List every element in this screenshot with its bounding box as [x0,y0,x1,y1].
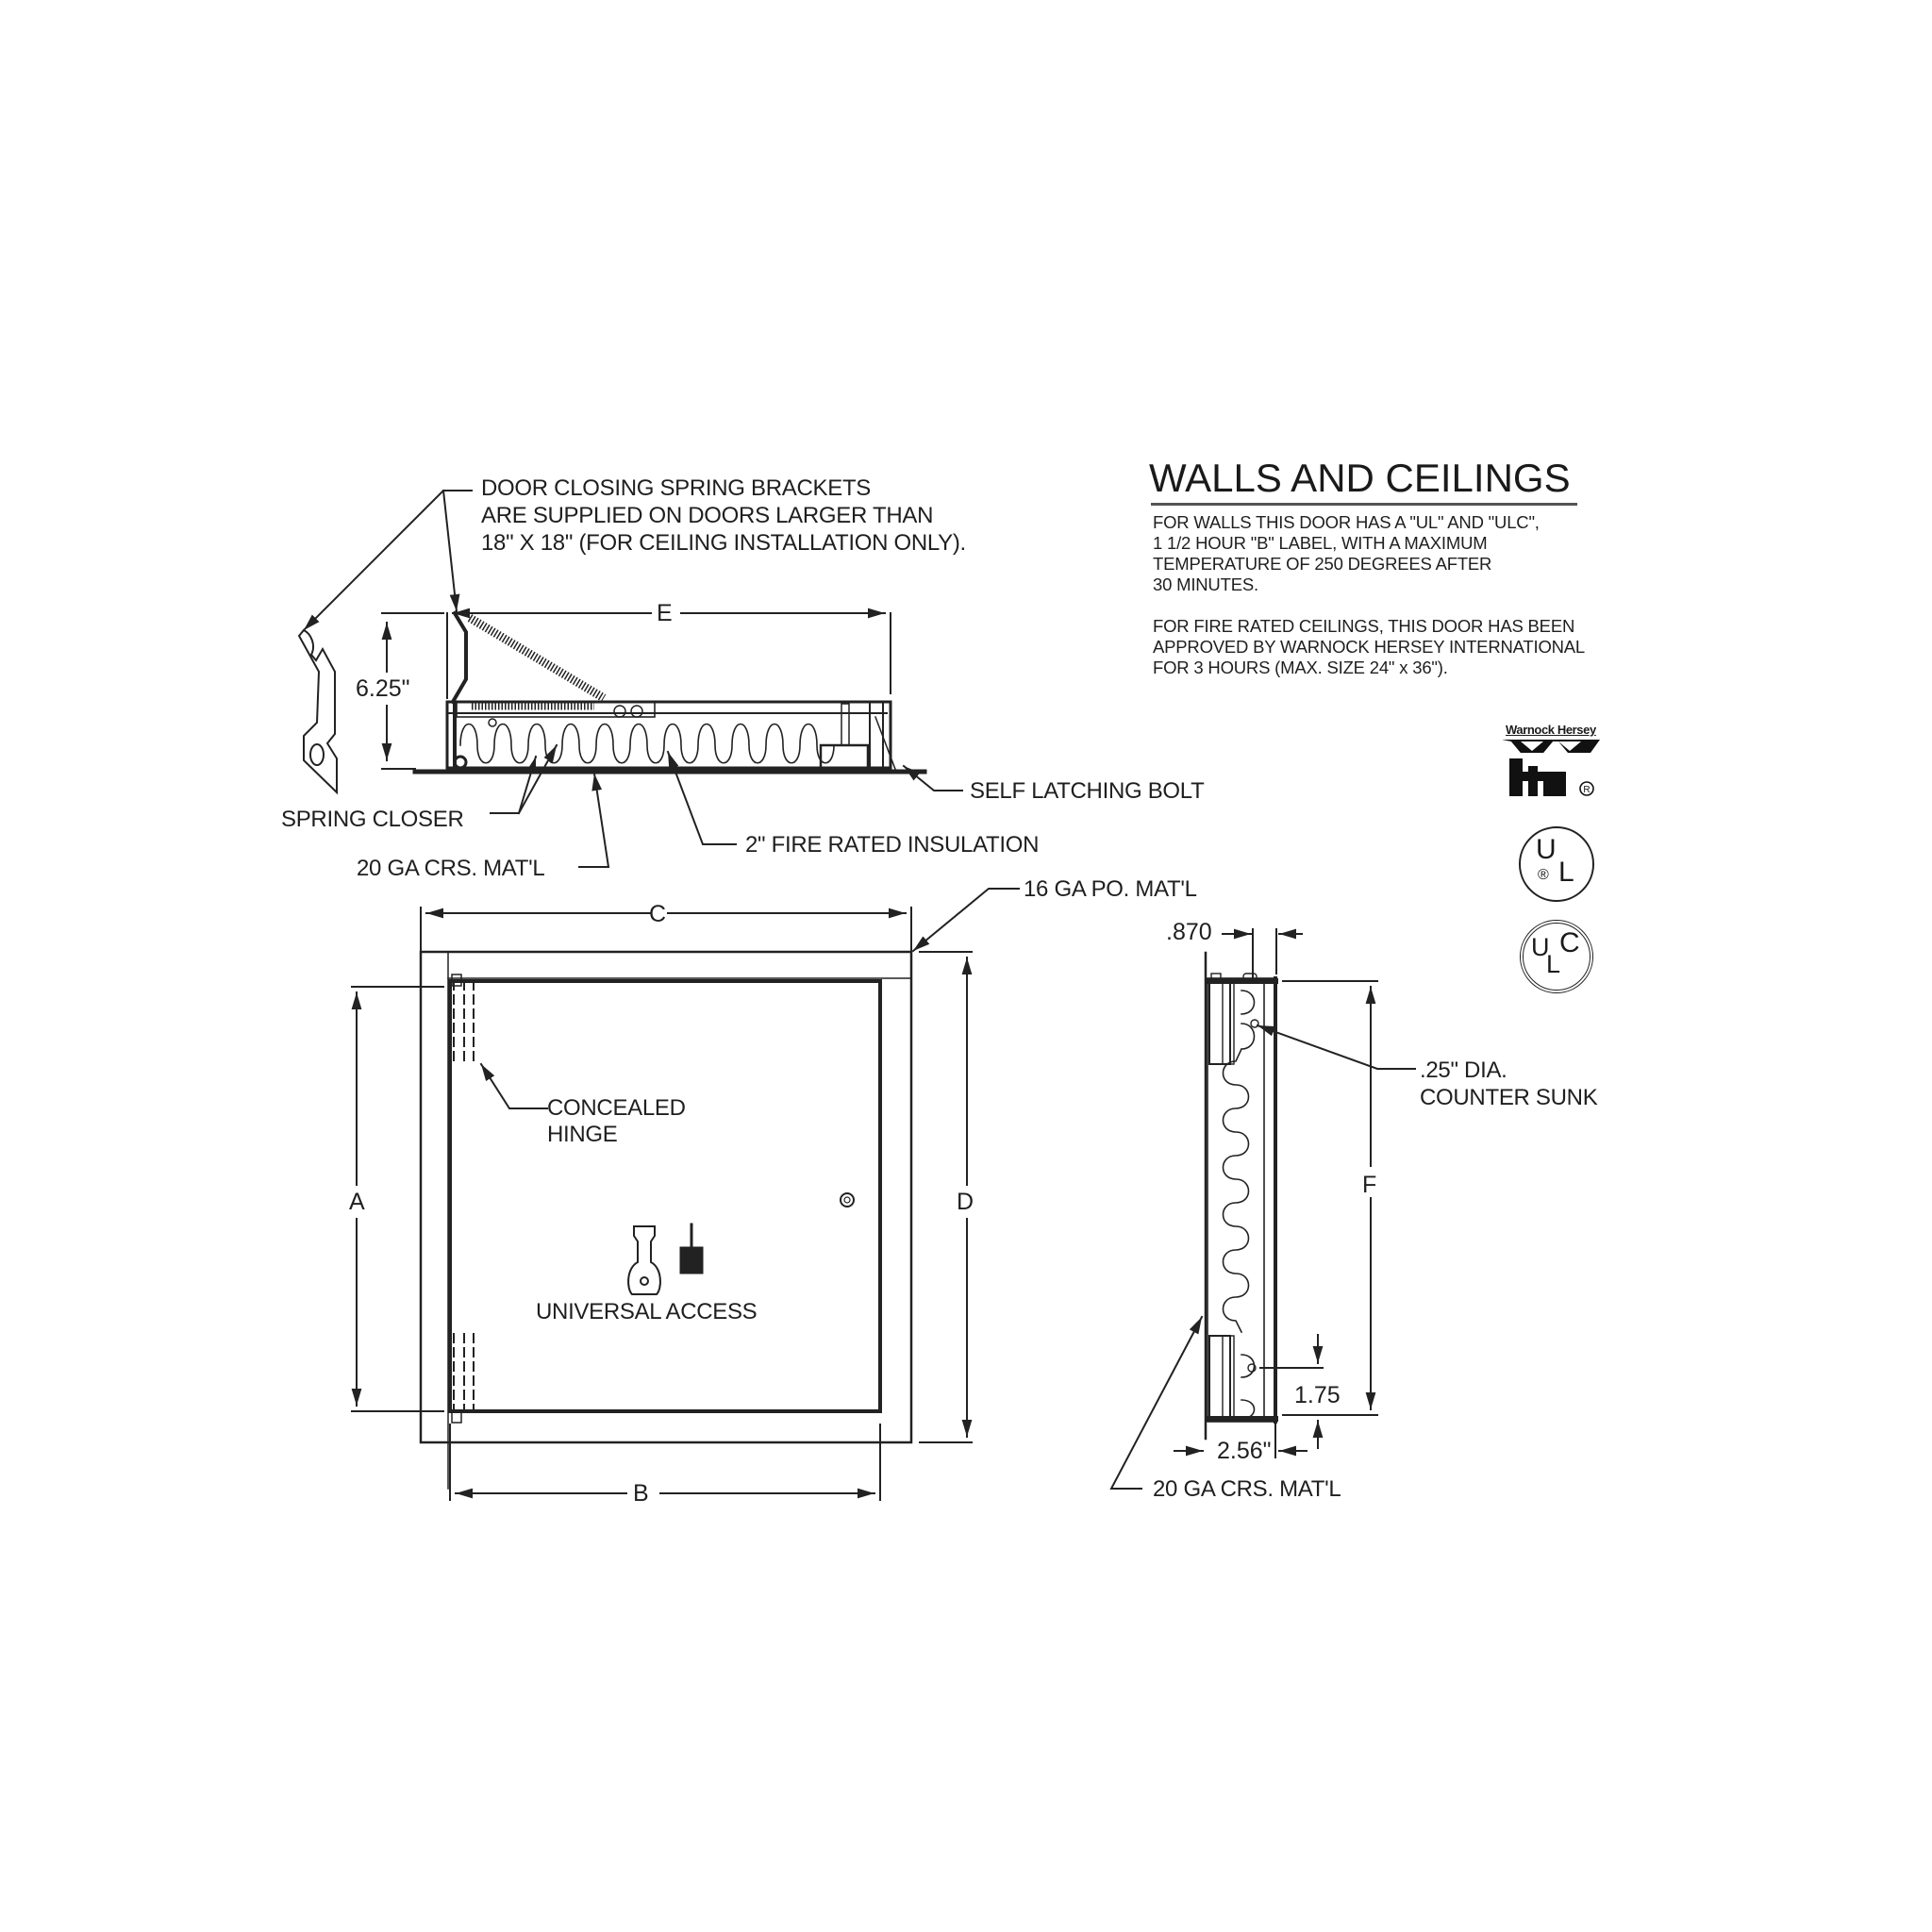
hole-label-line-1: .25" DIA. [1420,1058,1507,1083]
key-icon [627,1225,661,1295]
f-dimension: F [1362,1172,1377,1198]
walls-note-line-1: FOR WALLS THIS DOOR HAS A "UL" AND "ULC"… [1153,512,1540,532]
d-dimension: D [957,1189,974,1215]
e-dimension: E [657,600,673,626]
warnock-hersey-mark-icon: R [1502,740,1600,796]
frame-material-label: 16 GA PO. MAT'L [1024,876,1197,902]
ulc-logo: U L C [1520,920,1593,993]
ul-logo: U L ® [1519,826,1594,902]
access-tool-icon [679,1223,704,1274]
ul-registered-mark: ® [1538,867,1549,883]
ceilings-note-line-3: FOR 3 HOURS (MAX. SIZE 24" x 36"). [1153,658,1448,677]
ulc-letter-c: C [1559,927,1580,958]
ulc-letter-u: U [1531,933,1550,961]
hole-label-line-2: COUNTER SUNK [1420,1085,1598,1110]
self-latching-bolt-label: SELF LATCHING BOLT [970,778,1205,804]
ceilings-note-line-1: FOR FIRE RATED CEILINGS, THIS DOOR HAS B… [1153,616,1575,636]
ul-letter-l: L [1558,857,1574,888]
section-title: WALLS AND CEILINGS [1149,456,1571,500]
ceiling-door-material-label: 20 GA CRS. MAT'L [357,856,545,881]
universal-access-label: UNIVERSAL ACCESS [536,1299,758,1324]
insulation-label: 2" FIRE RATED INSULATION [745,832,1040,858]
ulc-letter-l: L [1546,950,1561,978]
bracket-note-line-2: ARE SUPPLIED ON DOORS LARGER THAN [481,503,934,528]
front-view-drawing [351,888,1020,1501]
bracket-note-line-3: 18" X 18" (FOR CEILING INSTALLATION ONLY… [481,530,966,556]
side-door-material-label: 20 GA CRS. MAT'L [1153,1476,1341,1502]
a-dimension: A [349,1189,365,1215]
hinge-label-line-1: CONCEALED [547,1095,686,1121]
flange-dimension: .870 [1166,919,1212,945]
walls-note-line-4: 30 MINUTES. [1153,575,1258,594]
depth-dimension: 2.56" [1217,1438,1272,1464]
walls-note-line-3: TEMPERATURE OF 250 DEGREES AFTER [1153,554,1492,574]
hole-offset-dimension: 1.75 [1294,1382,1341,1408]
warnock-hersey-label: Warnock Hersey [1506,723,1596,737]
height-dimension: 6.25" [356,675,410,702]
c-dimension: C [649,901,667,927]
hinge-label-line-2: HINGE [547,1122,618,1147]
ul-letter-u: U [1536,834,1557,865]
spring-closer-label: SPRING CLOSER [281,807,464,832]
bracket-note-line-1: DOOR CLOSING SPRING BRACKETS [481,475,872,501]
svg-text:R: R [1583,785,1590,795]
title-divider [1151,503,1577,506]
b-dimension: B [633,1480,649,1507]
walls-note-line-2: 1 1/2 HOUR "B" LABEL, WITH A MAXIMUM [1153,533,1488,553]
side-section-drawing [1109,928,1416,1490]
ceilings-note-line-2: APPROVED BY WARNOCK HERSEY INTERNATIONAL [1153,637,1586,657]
ceiling-section-drawing [297,489,963,868]
spring-bracket-icon [297,628,338,795]
